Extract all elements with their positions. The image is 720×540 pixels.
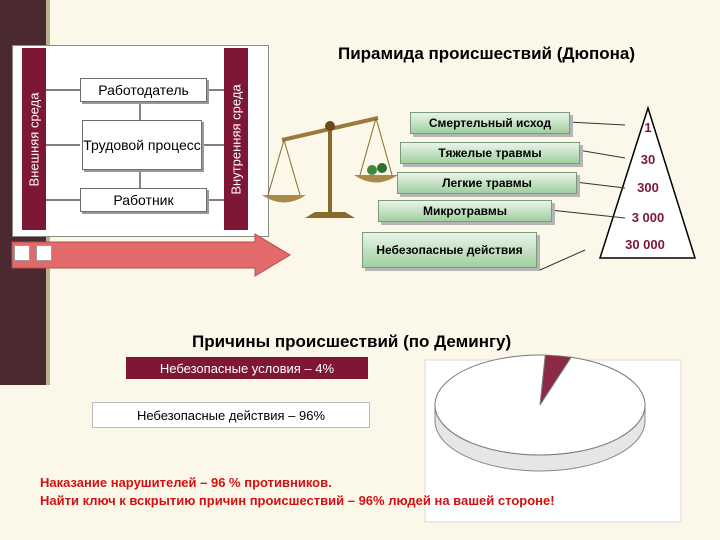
level-count-5: 30 000 — [625, 237, 665, 252]
level-count-4: 3 000 — [631, 210, 665, 225]
deming-title: Причины происшествий (по Демингу) — [192, 332, 512, 351]
note-line-2: Найти ключ к вскрытию причин происшестви… — [40, 493, 555, 508]
level-box-1: Смертельный исход — [410, 112, 570, 134]
unsafe-actions-text: Небезопасные действия – 96% — [136, 407, 326, 423]
pointer-level-2 — [577, 149, 626, 159]
unsafe-actions-bar: Небезопасные действия – 96% — [92, 402, 370, 428]
decor-square-1 — [14, 245, 30, 261]
level-label-1: Смертельный исход — [428, 116, 552, 130]
level-label-2: Тяжелые травмы — [438, 146, 542, 160]
employer-box: Работодатель — [80, 78, 207, 102]
internal-env-label: Внутренняя среда — [224, 48, 248, 230]
level-label-3: Легкие травмы — [442, 176, 532, 190]
level-label-5: Небезопасные действия — [376, 243, 523, 257]
level-count-2: 30 — [640, 152, 656, 167]
labor-process-box: Трудовой процесс — [82, 120, 202, 170]
balance-scale-icon — [262, 116, 398, 218]
unsafe-conditions-text: Небезопасные условия – 4% — [159, 360, 335, 376]
level-box-4: Микротравмы — [378, 200, 552, 222]
labor-process-text: Трудовой процесс — [83, 137, 201, 153]
pyramid-shape — [598, 105, 697, 259]
pointer-level-5b — [539, 249, 586, 271]
pointer-level-3 — [574, 181, 626, 189]
worker-text: Работник — [113, 192, 174, 208]
decor-square-2 — [36, 245, 52, 261]
pointer-level-4 — [549, 209, 626, 219]
level-count-1: 1 — [644, 120, 652, 135]
level-box-3: Легкие травмы — [397, 172, 577, 194]
level-box-2: Тяжелые травмы — [400, 142, 580, 164]
pie-slice-2 — [434, 354, 646, 456]
level-label-4: Микротравмы — [423, 204, 507, 218]
external-env-label: Внешняя среда — [22, 48, 46, 230]
dupont-title: Пирамида происшествий (Дюпона) — [338, 44, 636, 63]
pointer-level-1 — [567, 121, 626, 126]
flow-arrow — [11, 233, 291, 277]
employer-text: Работодатель — [98, 82, 189, 98]
unsafe-conditions-bar: Небезопасные условия – 4% — [126, 357, 368, 379]
level-box-5: Небезопасные действия — [362, 232, 537, 268]
worker-box: Работник — [80, 188, 207, 212]
note-line-1: Наказание нарушителей – 96 % противников… — [40, 475, 332, 490]
pie-chart — [434, 354, 646, 472]
level-count-3: 300 — [637, 180, 659, 195]
